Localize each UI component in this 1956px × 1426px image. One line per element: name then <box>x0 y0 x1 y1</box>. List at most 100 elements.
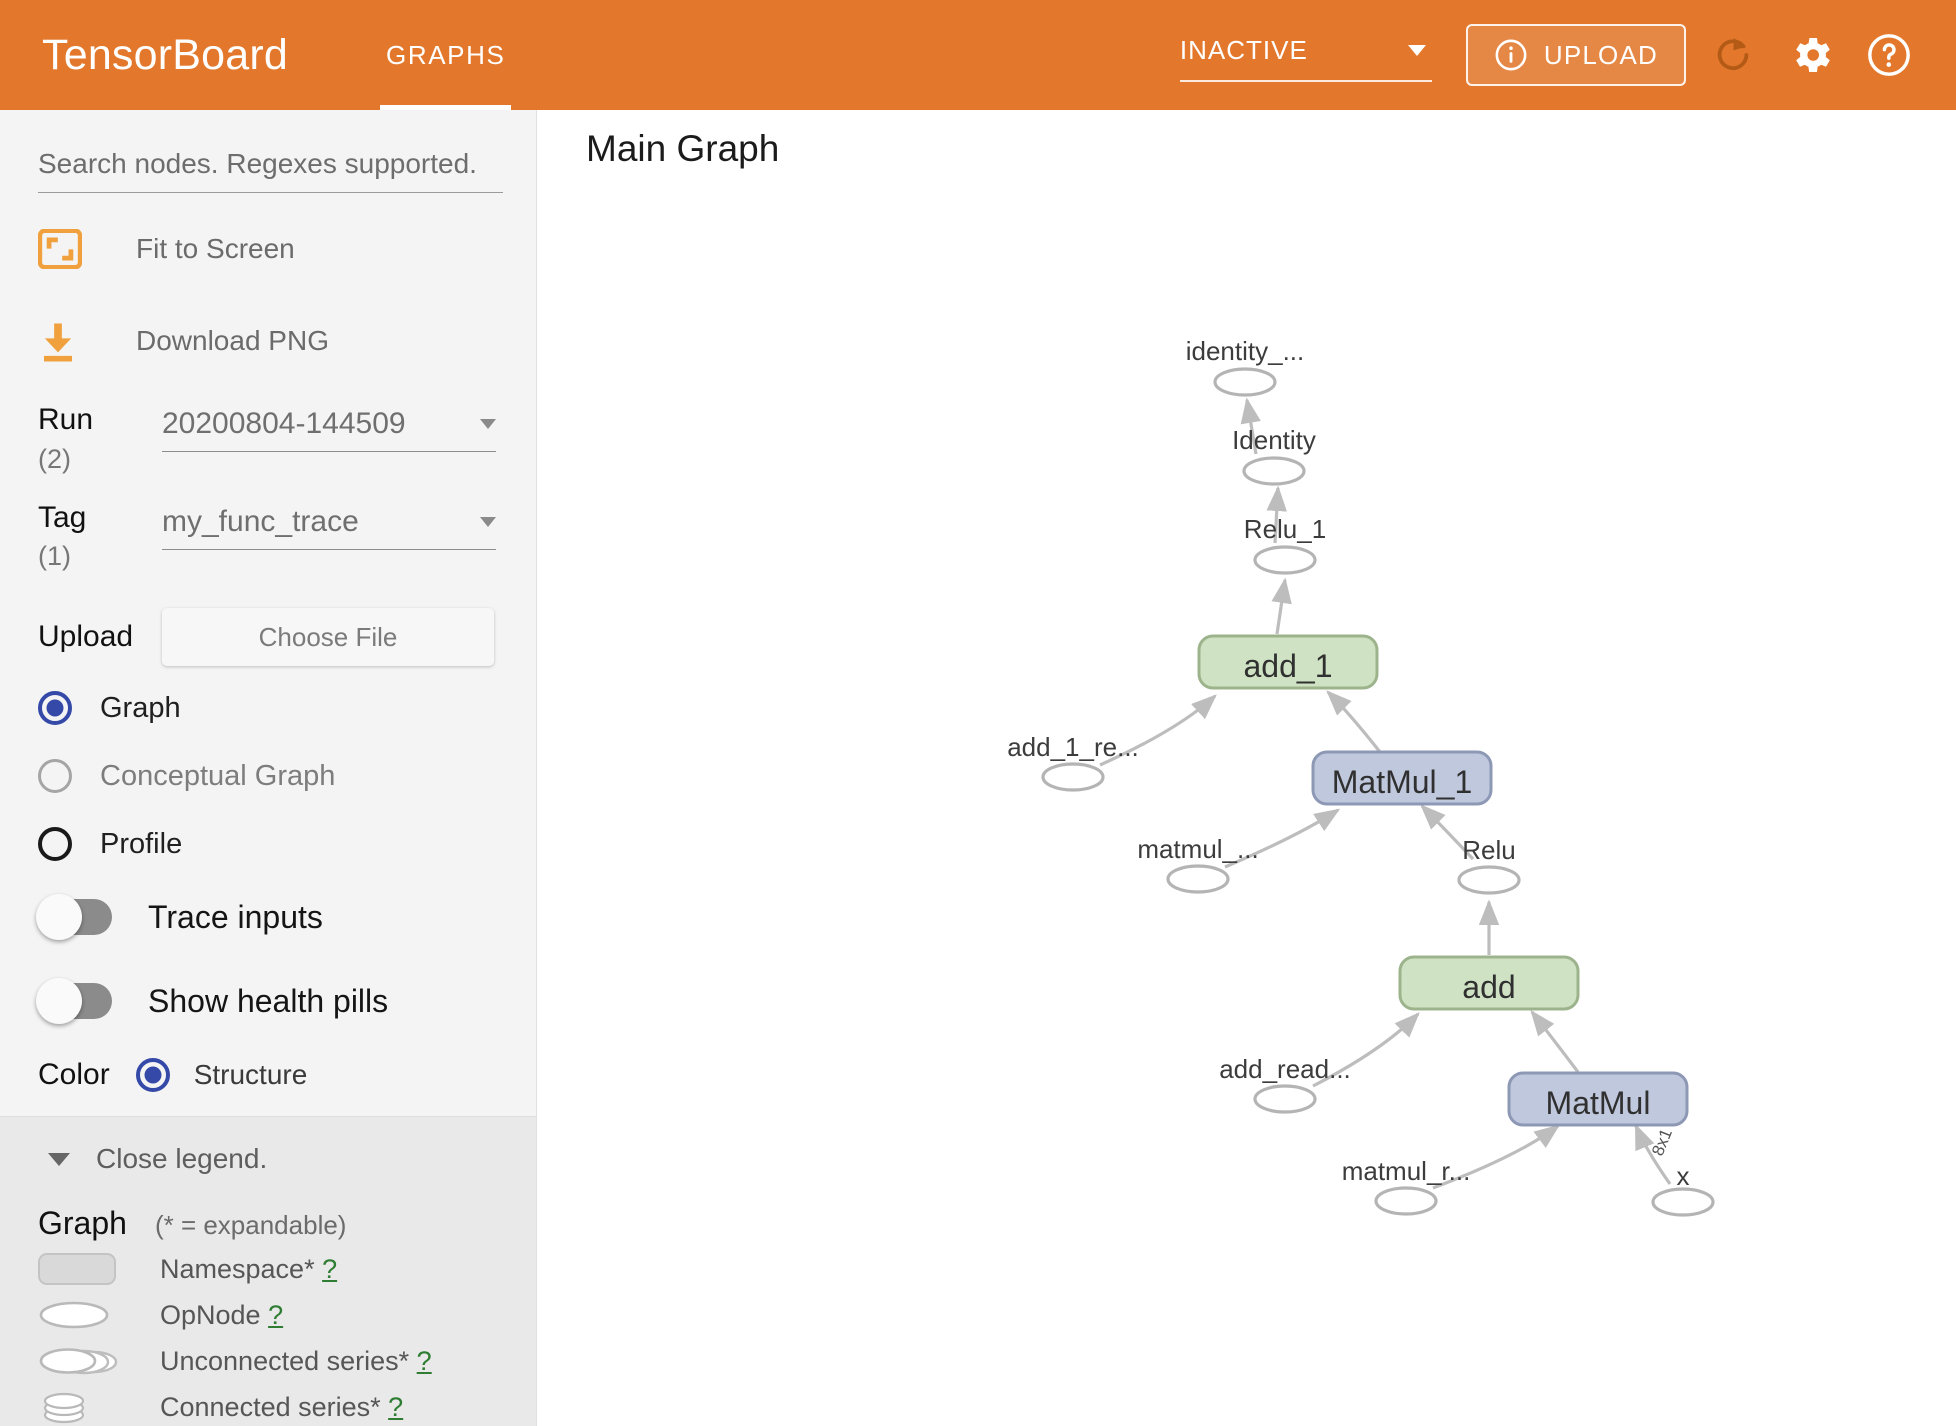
radio-graph-control[interactable] <box>38 691 72 726</box>
close-legend-button[interactable]: Close legend. <box>38 1143 498 1175</box>
node-shape[interactable] <box>1242 456 1306 486</box>
node-matmul[interactable]: MatMul <box>1507 1071 1689 1127</box>
node-shape[interactable] <box>1457 865 1521 895</box>
node-shape[interactable] <box>1507 1071 1689 1127</box>
status-dropdown[interactable]: INACTIVE <box>1179 35 1432 82</box>
edge-label: 8x1 <box>1648 1126 1676 1159</box>
radio-profile[interactable]: Profile <box>38 818 498 870</box>
help-link[interactable]: ? <box>268 1299 284 1330</box>
node-add-readvariableop[interactable]: add_read... <box>1219 1054 1351 1114</box>
chevron-down-icon <box>1407 44 1426 56</box>
graph-svg[interactable]: identity_... Identity Relu_1 add_1 <box>538 110 1956 1426</box>
node-matmul-1-readvariableop[interactable]: matmul_... <box>1137 834 1259 894</box>
fit-to-screen-icon <box>38 229 84 269</box>
upload-field: Upload Choose File <box>38 608 498 667</box>
node-add-1-readvariableop[interactable]: add_1_re... <box>1007 732 1139 792</box>
upload-label: Upload <box>38 619 134 653</box>
chevron-down-icon <box>480 419 496 429</box>
node-label: matmul_r... <box>1342 1156 1471 1186</box>
radio-profile-control[interactable] <box>38 827 72 862</box>
tab-graphs-label: GRAPHS <box>386 39 506 70</box>
gear-icon <box>1796 38 1830 72</box>
node-shape[interactable] <box>1197 634 1379 690</box>
node-label: Identity <box>1232 425 1316 455</box>
node-shape[interactable] <box>1253 545 1317 575</box>
node-label: add_read... <box>1219 1054 1351 1084</box>
help-link[interactable]: ? <box>322 1253 338 1284</box>
fit-to-screen-button[interactable]: Fit to Screen <box>38 213 498 285</box>
edge-addread-to-add <box>1312 1012 1420 1088</box>
search-input[interactable] <box>38 148 503 193</box>
node-label: Relu_1 <box>1244 514 1326 544</box>
radio-conceptual-graph[interactable]: Conceptual Graph <box>38 750 498 802</box>
node-label: matmul_... <box>1137 834 1258 864</box>
node-shape[interactable] <box>1041 762 1105 792</box>
node-add[interactable]: add <box>1398 955 1580 1011</box>
toggle-show-health-pills[interactable]: Show health pills <box>36 964 498 1038</box>
radio-conceptual-graph-control[interactable] <box>38 759 72 794</box>
run-dropdown[interactable]: 20200804-144509 <box>162 407 496 452</box>
refresh-button[interactable] <box>1702 24 1764 86</box>
graph-edges <box>1099 397 1672 1190</box>
node-add-1[interactable]: add_1 <box>1197 634 1379 690</box>
download-png-button[interactable]: Download PNG <box>38 305 498 377</box>
edge-relu-to-matmul1 <box>1420 804 1475 861</box>
edge-matmul-to-add <box>1530 1009 1580 1073</box>
radio-structure-control[interactable] <box>135 1058 170 1093</box>
info-icon <box>1495 39 1527 71</box>
legend-item-label: Unconnected series* <box>160 1345 410 1376</box>
run-count: (2) <box>38 443 71 474</box>
run-label: Run <box>38 403 94 436</box>
download-icon <box>38 320 84 362</box>
node-relu-1[interactable]: Relu_1 <box>1244 514 1326 575</box>
node-shape[interactable] <box>1166 864 1230 894</box>
node-label: x <box>1677 1161 1690 1191</box>
upload-button-label: UPLOAD <box>1543 39 1658 70</box>
edge-identity-to-identity1 <box>1240 397 1261 455</box>
top-app-bar: TensorBoard GRAPHS INACTIVE UPLOAD <box>0 0 1956 110</box>
edge-matmul1read-to-matmul1 <box>1224 808 1341 869</box>
tag-label-group: Tag (1) <box>38 501 134 573</box>
tab-graphs[interactable]: GRAPHS <box>380 0 512 110</box>
node-matmul-1[interactable]: MatMul_1 <box>1311 750 1493 806</box>
color-option-row: Color Structure <box>38 1058 498 1116</box>
node-shape[interactable] <box>1253 1084 1317 1114</box>
run-label-group: Run (2) <box>38 403 134 475</box>
legend-item-connected-series: Connected series* ? <box>38 1388 498 1426</box>
node-shape[interactable] <box>1213 367 1277 397</box>
node-shape[interactable] <box>1374 1186 1438 1216</box>
toggle-show-health-pills-control[interactable] <box>36 978 112 1025</box>
node-shape[interactable] <box>1398 955 1580 1011</box>
graph-nodes[interactable]: identity_... Identity Relu_1 add_1 <box>1007 336 1715 1217</box>
help-button[interactable] <box>1858 24 1920 86</box>
legend-header: Graph (* = expandable) <box>38 1205 498 1242</box>
node-identity-1[interactable]: identity_... <box>1186 336 1305 397</box>
tag-label: Tag <box>38 500 87 534</box>
toggle-trace-inputs[interactable]: Trace inputs <box>36 880 498 954</box>
help-link[interactable]: ? <box>416 1345 432 1376</box>
choose-file-button[interactable]: Choose File <box>162 608 494 667</box>
node-relu[interactable]: Relu <box>1457 835 1521 895</box>
node-matmul-readvariableop[interactable]: matmul_r... <box>1342 1156 1471 1216</box>
radio-profile-label: Profile <box>100 827 183 860</box>
color-label: Color <box>38 1058 110 1092</box>
tag-dropdown[interactable]: my_func_trace <box>162 505 496 550</box>
node-x[interactable]: x <box>1651 1161 1715 1217</box>
legend-item-label: OpNode <box>160 1299 261 1330</box>
radio-graph[interactable]: Graph <box>38 682 498 734</box>
edge-matmul1-to-add1 <box>1326 690 1382 753</box>
chevron-down-icon <box>480 516 496 527</box>
connected-series-swatch-icon <box>38 1389 138 1425</box>
legend-panel: Close legend. Graph (* = expandable) Nam… <box>0 1117 536 1426</box>
upload-button[interactable]: UPLOAD <box>1465 24 1686 86</box>
node-shape[interactable] <box>1311 750 1493 806</box>
help-link[interactable]: ? <box>388 1391 404 1422</box>
radio-structure-label: Structure <box>193 1059 308 1091</box>
node-identity[interactable]: Identity <box>1232 425 1316 486</box>
node-shape[interactable] <box>1651 1187 1715 1217</box>
settings-button[interactable] <box>1780 24 1842 86</box>
toggle-trace-inputs-control[interactable] <box>36 894 112 941</box>
graph-edge-labels: 8x1 <box>1648 1126 1676 1159</box>
graph-canvas[interactable]: Main Graph <box>538 110 1956 1426</box>
namespace-swatch-icon <box>38 1252 138 1286</box>
